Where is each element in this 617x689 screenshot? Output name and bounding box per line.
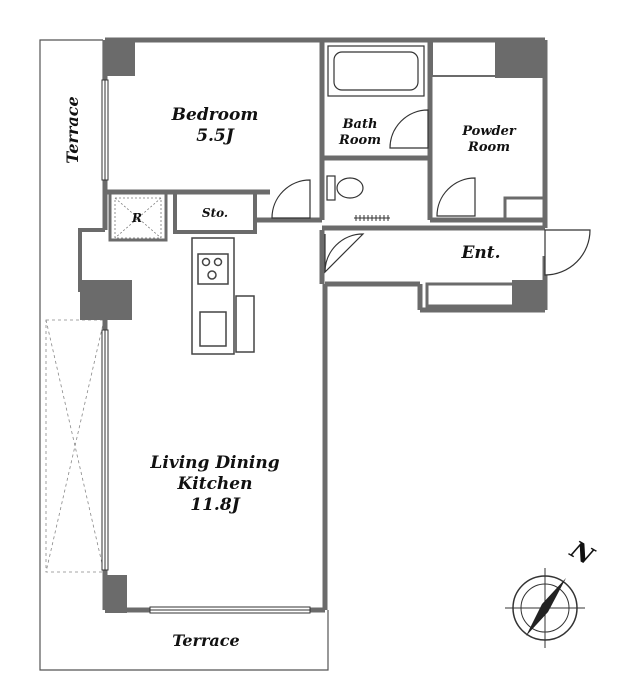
refrigerator-area	[114, 197, 162, 239]
kitchen-counter	[191, 237, 255, 355]
toilet	[326, 175, 364, 201]
entrance-label: Ent.	[460, 243, 500, 263]
compass-needle-icon	[526, 578, 566, 636]
columns	[80, 40, 545, 613]
ldk-size: 11.8J	[190, 495, 240, 515]
terrace-west	[39, 39, 329, 671]
terrace-deck	[45, 319, 105, 573]
storage-label: Sto.	[202, 206, 228, 220]
powder-label-1: Powder	[461, 124, 517, 139]
ldk-label-2: Kitchen	[177, 474, 253, 494]
windows	[101, 79, 311, 614]
shoe-rack	[354, 215, 390, 221]
compass-north: N	[565, 534, 600, 571]
bath-label-2: Room	[338, 133, 381, 148]
powder-label-2: Room	[467, 140, 510, 155]
bathtub	[327, 45, 425, 97]
terrace-west-label: Terrace	[63, 96, 82, 163]
bedroom-size: 5.5J	[196, 126, 235, 146]
ldk-label-1: Living Dining	[149, 453, 279, 473]
bedroom-name: Bedroom	[171, 105, 259, 125]
compass: N	[505, 534, 600, 648]
doors	[271, 109, 591, 276]
bath-label-1: Bath	[342, 117, 378, 132]
terrace-south-label: Terrace	[172, 631, 239, 650]
refrigerator-label: R	[131, 211, 142, 225]
